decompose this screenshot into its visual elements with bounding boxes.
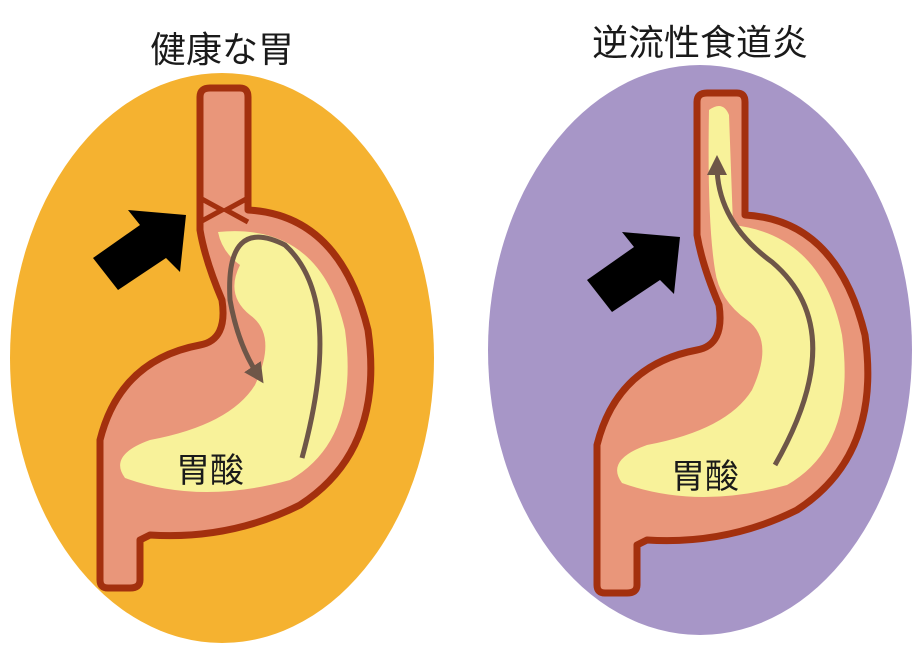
acid-label: 胃酸 [176, 451, 244, 491]
pointer-arrow-icon [587, 232, 680, 312]
stomach-acid [617, 106, 845, 498]
pointer-arrow-icon [93, 210, 186, 290]
reflux-stomach-panel: 逆流性食道炎 胃酸 [488, 23, 912, 635]
stomach-acid [120, 231, 348, 493]
acid-reflux-arrow [707, 155, 816, 467]
healthy-stomach-panel: 健康な胃 胃酸 [10, 30, 434, 643]
acid-flow-arrow [227, 234, 323, 459]
sphincter-closed [198, 195, 250, 225]
reflux-title: 逆流性食道炎 [592, 23, 808, 64]
acid-label: 胃酸 [671, 457, 739, 497]
healthy-title: 健康な胃 [150, 30, 294, 71]
